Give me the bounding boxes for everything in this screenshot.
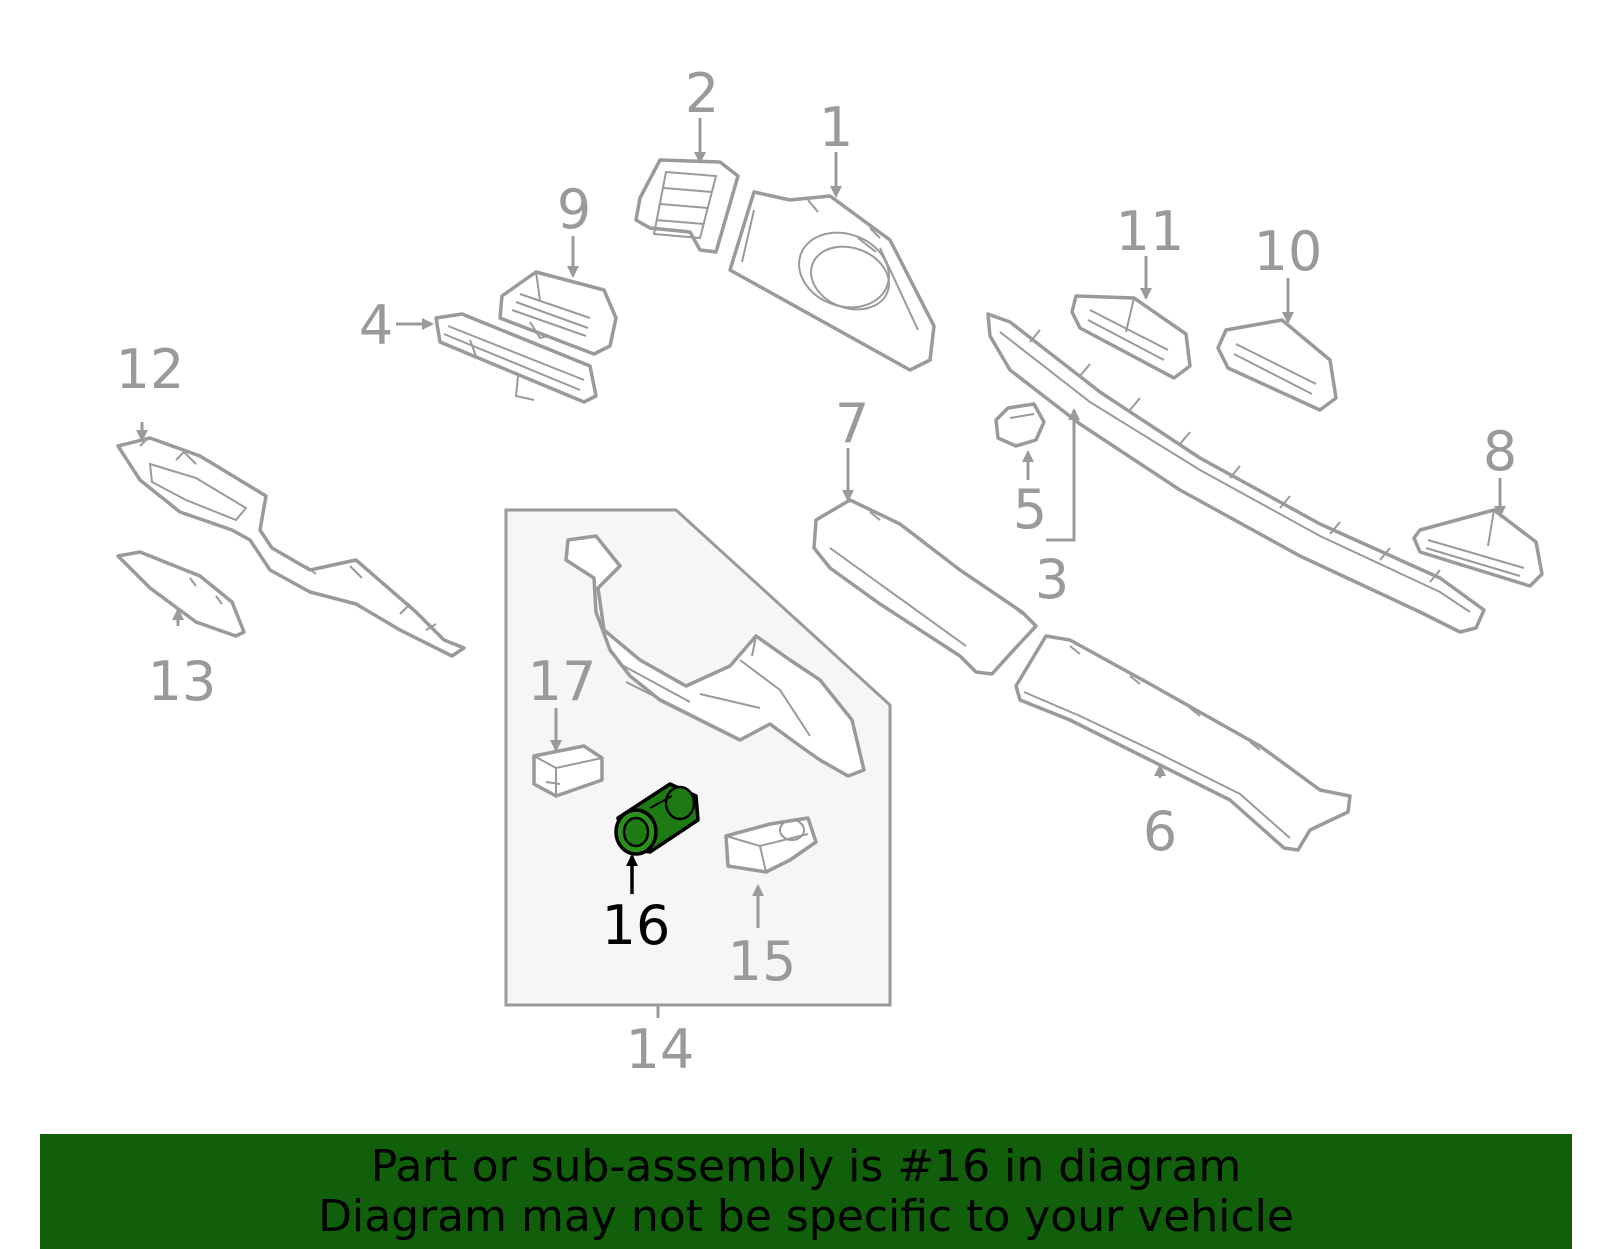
callout-5: 5	[1013, 478, 1047, 541]
callout-2: 2	[685, 62, 719, 125]
part-1-cluster-bezel[interactable]	[728, 190, 936, 372]
part-17-module[interactable]	[532, 744, 604, 798]
callout-15: 15	[728, 930, 797, 993]
callout-10: 10	[1254, 220, 1323, 283]
part-2-vent-bezel[interactable]	[634, 158, 740, 254]
callout-12: 12	[116, 338, 185, 401]
part-6-lower-trim[interactable]	[1014, 634, 1352, 852]
callout-labels: 1 2 3 4 5 6 7 8 9 10 11 12 13 14 15 16 1…	[116, 62, 1518, 1081]
callout-11: 11	[1116, 200, 1185, 263]
callout-14: 14	[626, 1018, 695, 1081]
part-11-vent[interactable]	[1070, 294, 1192, 380]
callout-1: 1	[819, 96, 853, 159]
part-10-vent[interactable]	[1216, 318, 1338, 412]
part-13-small-panel[interactable]	[116, 550, 246, 638]
callout-6: 6	[1143, 800, 1177, 863]
part-3-dash-trim[interactable]	[986, 312, 1486, 634]
callout-7: 7	[835, 392, 869, 455]
part-5-clip[interactable]	[994, 402, 1046, 448]
banner-line-disclaimer: Diagram may not be specific to your vehi…	[318, 1190, 1294, 1242]
part-7-lower-trim[interactable]	[812, 498, 1038, 676]
part-12-lower-panel[interactable]	[116, 436, 466, 658]
part-16-power-socket[interactable]	[614, 782, 700, 856]
callout-17: 17	[528, 650, 597, 713]
part-4-vent-bar[interactable]	[434, 312, 598, 404]
callout-9: 9	[557, 178, 591, 241]
subassembly-14-box	[504, 508, 892, 1007]
callout-13: 13	[148, 650, 217, 713]
part-15-socket[interactable]	[724, 816, 818, 874]
callout-16: 16	[602, 894, 671, 957]
info-banner: Part or sub-assembly is #16 in diagram D…	[40, 1134, 1572, 1249]
callout-4: 4	[359, 294, 393, 357]
leader-lines	[136, 118, 1506, 1018]
callout-8: 8	[1483, 420, 1517, 483]
subassembly-14-console[interactable]	[564, 534, 866, 778]
callout-3: 3	[1035, 548, 1069, 611]
banner-line-part-number: Part or sub-assembly is #16 in diagram	[370, 1140, 1242, 1192]
part-9-vent[interactable]	[498, 270, 618, 356]
